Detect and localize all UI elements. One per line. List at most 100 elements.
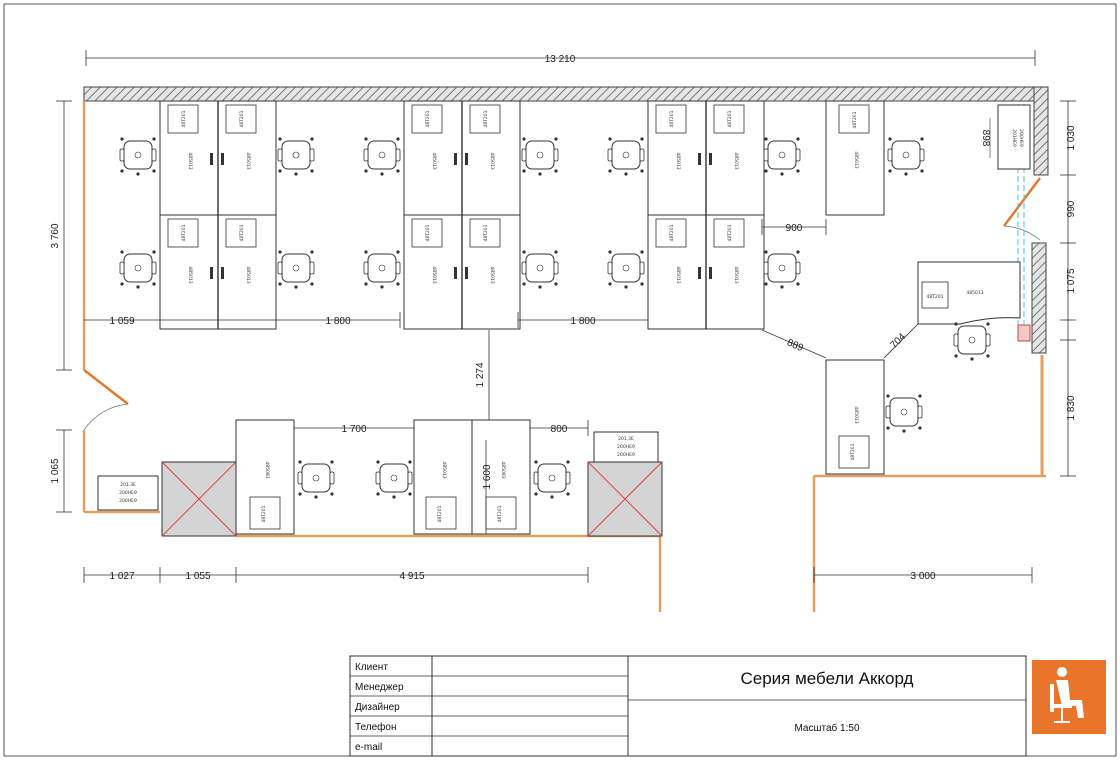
bottom-row: 201.ЗЕ 200НЕ9 200НЕ9 201.ЗЕ 200НЕ9 200НЕ… [97,419,663,537]
grommet [221,153,224,165]
grommet [454,153,457,165]
grommet [465,267,468,279]
desk-code: 485013 [733,152,739,169]
grommet [221,267,224,279]
dim-1274: 1 274 [475,362,486,387]
dim-1075: 1 075 [1066,268,1077,293]
pedestal-code: 48T201 [181,224,187,241]
dim-889: 889 [785,337,805,354]
dim-1600: 1 600 [482,464,493,489]
manager-desk: 48T201 485013 [917,261,1021,325]
desk-code: 485013 [245,266,251,283]
dim-800: 800 [551,424,568,435]
office-chair-icon [277,250,315,289]
office-chair-icon [521,250,559,289]
dim-1065: 1 065 [50,458,61,483]
dim-1800-a: 1 800 [325,316,350,327]
cabinet-line-3: 200НЕ9 [119,498,137,504]
desk-code: 485013 [187,152,193,169]
pedestal [411,218,443,248]
pedestal-code: 48T201 [669,110,675,127]
desk-code: 485013 [431,152,437,169]
label-email: e-mail [355,742,382,753]
dim-3000: 3 000 [910,571,935,582]
desk-code: 485013 [675,266,681,283]
label-designer: Дизайнер [355,702,400,713]
pedestal-code: 48T201 [727,110,733,127]
dim-900: 900 [786,223,803,234]
svg-text:48T201: 48T201 [261,505,267,522]
svg-text:201.ЗЕ: 201.ЗЕ [618,436,634,442]
office-chair-icon [533,460,571,499]
office-chair-icon [119,137,157,176]
office-chair-icon [119,250,157,289]
desk: 48T201 485013 [705,100,765,216]
grommet [465,153,468,165]
scale-text: Масштаб 1:50 [794,722,859,734]
desk-top-right: 48T201 485013 [825,100,885,216]
left-door [83,369,129,431]
pedestal [225,218,257,248]
pedestal [411,104,443,134]
office-chair-icon [297,460,335,499]
svg-text:200НЕ9: 200НЕ9 [617,452,635,458]
grommet [454,267,457,279]
seated-person-icon [1050,667,1084,723]
cabinet-top-right: 201НЕ9 200НЕ9 898 [980,104,1031,170]
pedestal [655,218,687,248]
office-chair-icon [277,137,315,176]
pedestal [713,104,745,134]
office-chair-icon [763,137,801,176]
dim-898: 898 [980,130,991,147]
dim-1830: 1 830 [1066,395,1077,420]
pedestal-code: 48T201 [239,224,245,241]
desk-code: 485013 [853,406,859,423]
pedestal-code: 48T201 [926,294,943,300]
right-door [1003,177,1041,241]
top-wall [83,86,1049,102]
dim-1055: 1 055 [185,571,210,582]
dim-4915: 4 915 [399,571,424,582]
pedestal-code: 48T201 [850,443,856,460]
label-client: Клиент [355,662,388,673]
desk: 48T201 485013 [217,214,277,330]
desk-code: 485013 [733,266,739,283]
desk-clusters: 48T201 485013 48T201 485013 48T201 485013 48T2… [159,100,765,330]
partition-post [1017,324,1031,342]
dim-3760: 3 760 [50,223,61,248]
desk: 48T201 485013 [159,100,219,216]
series-title: Серия мебели Аккорд [741,669,914,688]
svg-text:200НЕ9: 200НЕ9 [617,444,635,450]
desk-code: 485013 [187,266,193,283]
grommet [210,267,213,279]
right-wall-upper [1033,86,1049,176]
pedestal [225,104,257,134]
pedestal-code: 48T201 [852,111,858,128]
grommet [698,153,701,165]
cabinet-code-2: 200НЕ9 [1018,129,1024,147]
desk-code: 485013 [489,152,495,169]
pedestal [167,104,199,134]
office-chair-icon [607,137,645,176]
office-chair-icon [953,322,991,361]
dim-1059: 1 059 [109,316,134,327]
office-chair-icon [363,250,401,289]
dimension-total-width: 13 210 [85,50,1036,66]
svg-text:485083: 485083 [264,461,270,478]
pedestal [469,104,501,134]
grommet [709,267,712,279]
pedestal-code: 48T201 [181,110,187,127]
desk-code: 485013 [853,151,859,168]
svg-text:48T201: 48T201 [497,505,503,522]
office-chair-icon [887,137,925,176]
dim-13210: 13 210 [545,54,576,65]
